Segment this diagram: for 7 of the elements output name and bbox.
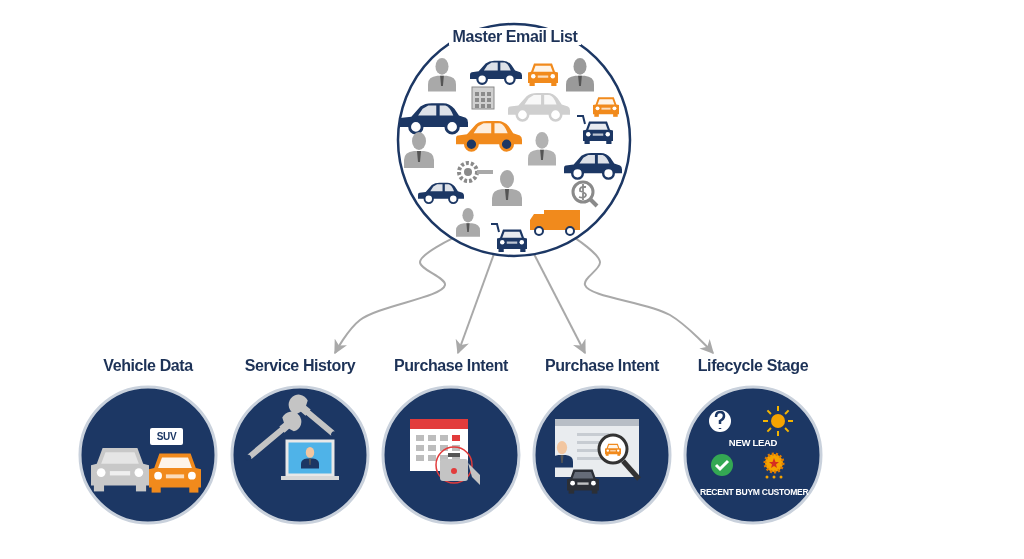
badge-label: SUV [150, 428, 183, 445]
arrow [455, 253, 495, 355]
node-heading: Master Email List [448, 28, 582, 45]
arrow [334, 237, 454, 355]
arrow [533, 253, 586, 355]
arrow [574, 237, 714, 355]
status-label: NEW LEAD [727, 437, 779, 448]
